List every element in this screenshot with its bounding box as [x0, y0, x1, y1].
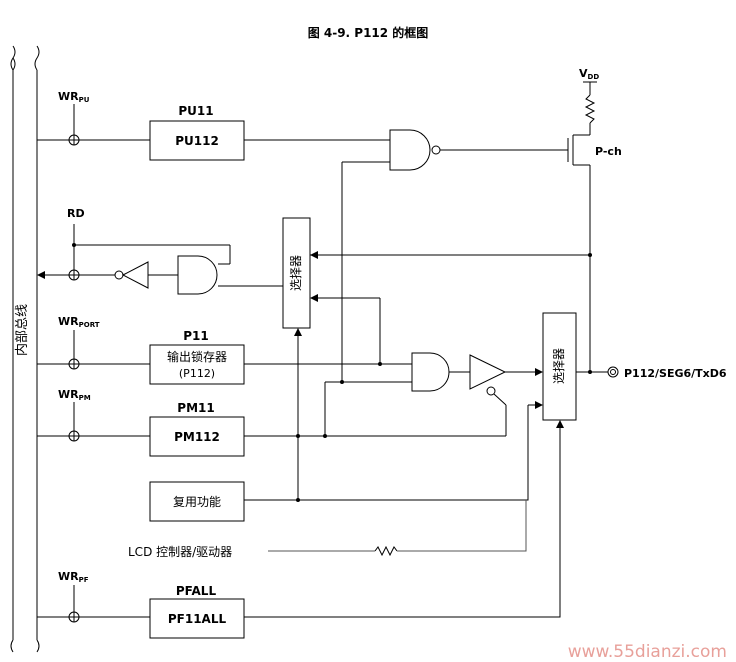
nand-gate	[342, 129, 441, 171]
latch-label-2: (P112)	[179, 367, 215, 380]
pch-label: P-ch	[595, 145, 622, 158]
selector-1-label: 选择器	[289, 255, 303, 291]
pu11-title: PU11	[178, 104, 213, 118]
rd-label: RD	[67, 207, 85, 220]
pin-label: P112/SEG6/TxD6	[624, 367, 727, 380]
latch-label-1: 输出锁存器	[167, 349, 227, 364]
pm112-register	[149, 416, 245, 457]
pfall-title: PFALL	[176, 584, 217, 598]
output-latch-register	[149, 344, 245, 385]
selector-1	[282, 217, 311, 329]
pf11all-label: PF11ALL	[168, 612, 227, 626]
svg-text:WRPORT: WRPORT	[58, 315, 100, 329]
svg-text:WRPM: WRPM	[58, 388, 91, 402]
alt-function-block	[149, 481, 245, 522]
lcd-driver-label: LCD 控制器/驱动器	[128, 545, 232, 559]
internal-bus	[10, 45, 40, 653]
wr-port-signal: WRPORT	[58, 315, 100, 370]
svg-text:VDD: VDD	[579, 67, 599, 81]
alt-function-label: 复用功能	[173, 495, 221, 509]
selector-2	[542, 312, 577, 421]
wr-pu-signal: WRPU	[58, 90, 90, 146]
pf11all-register	[149, 598, 245, 639]
and-gate	[342, 352, 470, 392]
svg-text:WRPF: WRPF	[58, 570, 89, 584]
pm112-label: PM112	[174, 430, 220, 444]
pu112-label: PU112	[175, 134, 219, 148]
output-buffer	[469, 354, 543, 436]
pm11-title: PM11	[177, 401, 214, 415]
figure-title: 图 4-9. P112 的框图	[308, 25, 429, 40]
wr-pf-signal: WRPF	[58, 570, 89, 623]
bus-label: 内部总线	[14, 304, 30, 356]
wr-pm-signal: WRPM	[58, 388, 91, 442]
p11-title: P11	[183, 329, 209, 343]
read-buffer	[114, 255, 283, 295]
svg-text:WRPU: WRPU	[58, 90, 90, 104]
watermark: www.55dianzi.com	[568, 642, 727, 662]
selector-2-label: 选择器	[552, 348, 566, 384]
pch-transistor: VDD P-ch	[567, 67, 622, 166]
